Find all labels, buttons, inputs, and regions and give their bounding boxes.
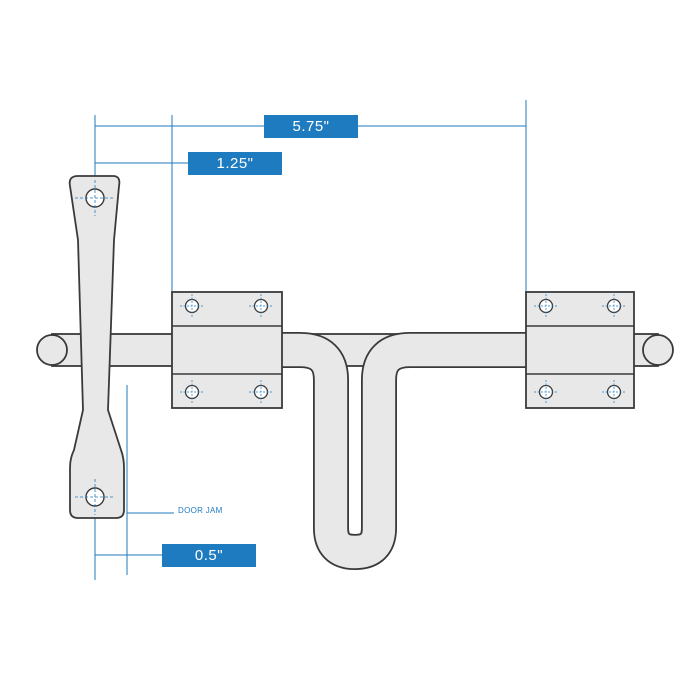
screw-hole: [534, 294, 558, 318]
screw-hole: [602, 294, 626, 318]
screw-hole: [534, 380, 558, 404]
screw-hole: [249, 380, 273, 404]
screw-hole: [602, 380, 626, 404]
handle-hole-bottom: [75, 479, 115, 515]
screw-hole: [249, 294, 273, 318]
keeper-bracket-right: [525, 291, 635, 409]
screw-hole: [180, 294, 204, 318]
bolt-end-right: [642, 334, 674, 366]
screw-hole: [180, 380, 204, 404]
handle: [68, 175, 125, 519]
dimension-label-door-jam-gap: 0.5": [162, 544, 256, 567]
mount-bracket-left: [171, 291, 283, 409]
handle-hole-top: [75, 180, 115, 216]
dimension-label-handle-offset: 1.25": [188, 152, 282, 175]
bolt-end-left: [36, 334, 68, 366]
dimension-label-overall: 5.75": [264, 115, 358, 138]
u-bend-rod: [282, 332, 528, 570]
door-jam-label: DOOR JAM: [178, 506, 223, 515]
